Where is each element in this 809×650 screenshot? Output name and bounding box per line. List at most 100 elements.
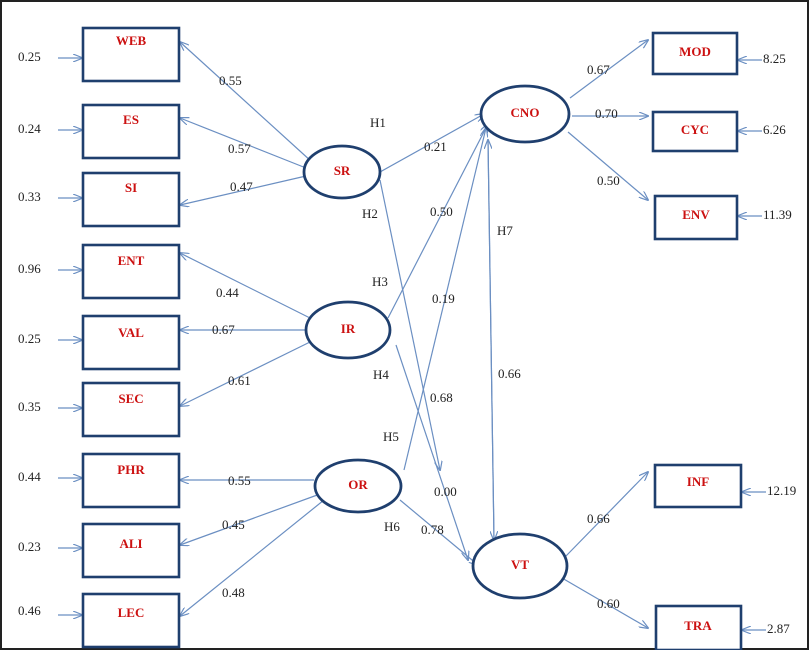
error-value-sec: 0.35 bbox=[18, 399, 41, 414]
indicator-box-inf bbox=[653, 463, 743, 509]
indicator-box-mod bbox=[651, 31, 739, 76]
indicator-box-phr bbox=[81, 452, 181, 509]
indicator-label-tra: TRA bbox=[684, 618, 712, 633]
error-value-tra: 2.87 bbox=[767, 621, 790, 636]
indicator-box-ent bbox=[81, 243, 181, 300]
indicator-box-es bbox=[81, 103, 181, 160]
loading-value-phr: 0.55 bbox=[228, 473, 251, 488]
indicator-label-phr: PHR bbox=[117, 462, 145, 477]
loading-arrow-es bbox=[180, 118, 307, 169]
error-value-ent: 0.96 bbox=[18, 261, 41, 276]
left-error-arrows bbox=[58, 58, 82, 615]
left-indicators: WEB ES SI ENT VAL SEC PHR ALI LEC bbox=[81, 26, 181, 649]
path-coefficients: 0.21 0.50 0.19 0.68 0.00 0.78 0.66 bbox=[421, 139, 521, 537]
path-or-vt bbox=[399, 499, 478, 565]
latent-oval-vt bbox=[471, 532, 569, 600]
error-value-lec: 0.46 bbox=[18, 603, 41, 618]
indicator-box-env bbox=[653, 194, 739, 241]
hypothesis-label-h7: H7 bbox=[497, 223, 513, 238]
right-loading-arrows bbox=[561, 40, 648, 628]
hypothesis-label-h5: H5 bbox=[383, 429, 399, 444]
indicator-box-tra bbox=[654, 604, 743, 650]
latent-label-or: OR bbox=[348, 477, 368, 492]
path-coef-h6: 0.78 bbox=[421, 522, 444, 537]
loading-arrow-ali bbox=[180, 493, 321, 545]
indicator-label-inf: INF bbox=[687, 474, 709, 489]
error-value-ali: 0.23 bbox=[18, 539, 41, 554]
hypothesis-label-h6: H6 bbox=[384, 519, 400, 534]
right-indicators: MOD CYC ENV INF TRA bbox=[651, 31, 743, 650]
loading-value-mod: 0.67 bbox=[587, 62, 610, 77]
latent-label-vt: VT bbox=[511, 557, 529, 572]
hypothesis-label-h2: H2 bbox=[362, 206, 378, 221]
loading-value-cyc: 0.70 bbox=[595, 106, 618, 121]
loading-value-env: 0.50 bbox=[597, 173, 620, 188]
error-value-mod: 8.25 bbox=[763, 51, 786, 66]
loading-arrow-sec bbox=[180, 341, 311, 406]
latent-label-cno: CNO bbox=[511, 105, 540, 120]
error-value-web: 0.25 bbox=[18, 49, 41, 64]
hypothesis-label-h4: H4 bbox=[373, 367, 389, 382]
indicator-label-web: WEB bbox=[116, 33, 147, 48]
loading-arrow-tra bbox=[561, 577, 648, 628]
loading-value-sec: 0.61 bbox=[228, 373, 251, 388]
path-ir-cno bbox=[387, 124, 488, 319]
loading-arrow-env bbox=[567, 131, 648, 200]
path-cno-vt bbox=[488, 140, 495, 541]
latent-oval-ir bbox=[304, 300, 392, 360]
indicator-label-val: VAL bbox=[118, 325, 144, 340]
indicator-label-lec: LEC bbox=[118, 605, 145, 620]
loading-arrow-ent bbox=[180, 253, 311, 319]
indicator-box-val bbox=[81, 314, 181, 371]
path-sr-cno bbox=[379, 114, 484, 173]
latent-label-sr: SR bbox=[334, 163, 351, 178]
error-value-si: 0.33 bbox=[18, 189, 41, 204]
left-loading-values: 0.55 0.57 0.47 0.44 0.67 0.61 0.55 0.45 … bbox=[212, 73, 253, 600]
error-value-cyc: 6.26 bbox=[763, 122, 786, 137]
indicator-label-sec: SEC bbox=[118, 391, 143, 406]
path-coef-h7: 0.66 bbox=[498, 366, 521, 381]
indicator-box-sec bbox=[81, 381, 181, 438]
loading-arrow-mod bbox=[569, 40, 648, 99]
loading-value-es: 0.57 bbox=[228, 141, 251, 156]
path-coef-h1: 0.21 bbox=[424, 139, 447, 154]
error-value-val: 0.25 bbox=[18, 331, 41, 346]
indicator-box-si bbox=[81, 171, 181, 228]
loading-value-lec: 0.48 bbox=[222, 585, 245, 600]
indicator-label-ali: ALI bbox=[119, 536, 142, 551]
left-error-values: 0.25 0.24 0.33 0.96 0.25 0.35 0.44 0.23 … bbox=[18, 49, 41, 618]
indicator-box-cyc bbox=[651, 110, 739, 153]
loading-value-val: 0.67 bbox=[212, 322, 235, 337]
indicator-label-cyc: CYC bbox=[681, 122, 709, 137]
hypothesis-label-h3: H3 bbox=[372, 274, 388, 289]
error-value-es: 0.24 bbox=[18, 121, 41, 136]
loading-value-tra: 0.60 bbox=[597, 596, 620, 611]
loading-arrow-inf bbox=[565, 472, 648, 557]
path-sr-vt bbox=[379, 179, 440, 470]
path-coef-h4: 0.68 bbox=[430, 390, 453, 405]
error-value-env: 11.39 bbox=[763, 207, 792, 222]
latent-label-ir: IR bbox=[341, 321, 356, 336]
loading-value-inf: 0.66 bbox=[587, 511, 610, 526]
loading-arrow-web bbox=[180, 42, 313, 163]
indicator-box-web bbox=[81, 26, 181, 83]
error-value-phr: 0.44 bbox=[18, 469, 41, 484]
latent-oval-cno bbox=[479, 84, 571, 144]
latent-variables: SR IR OR CNO VT bbox=[302, 84, 571, 600]
indicator-box-lec bbox=[81, 592, 181, 649]
left-loading-arrows bbox=[180, 42, 325, 616]
path-ir-vt bbox=[395, 344, 468, 560]
path-coef-h3: 0.19 bbox=[432, 291, 455, 306]
right-error-values: 8.25 6.26 11.39 12.19 2.87 bbox=[763, 51, 796, 636]
indicator-label-si: SI bbox=[125, 180, 137, 195]
error-value-inf: 12.19 bbox=[767, 483, 796, 498]
hypothesis-labels: H1 H2 H3 H4 H5 H6 H7 bbox=[362, 115, 513, 534]
loading-value-web: 0.55 bbox=[219, 73, 242, 88]
latent-oval-sr bbox=[302, 144, 382, 200]
indicator-label-mod: MOD bbox=[679, 44, 711, 59]
hypothesis-label-h1: H1 bbox=[370, 115, 386, 130]
path-or-cno bbox=[403, 128, 486, 471]
